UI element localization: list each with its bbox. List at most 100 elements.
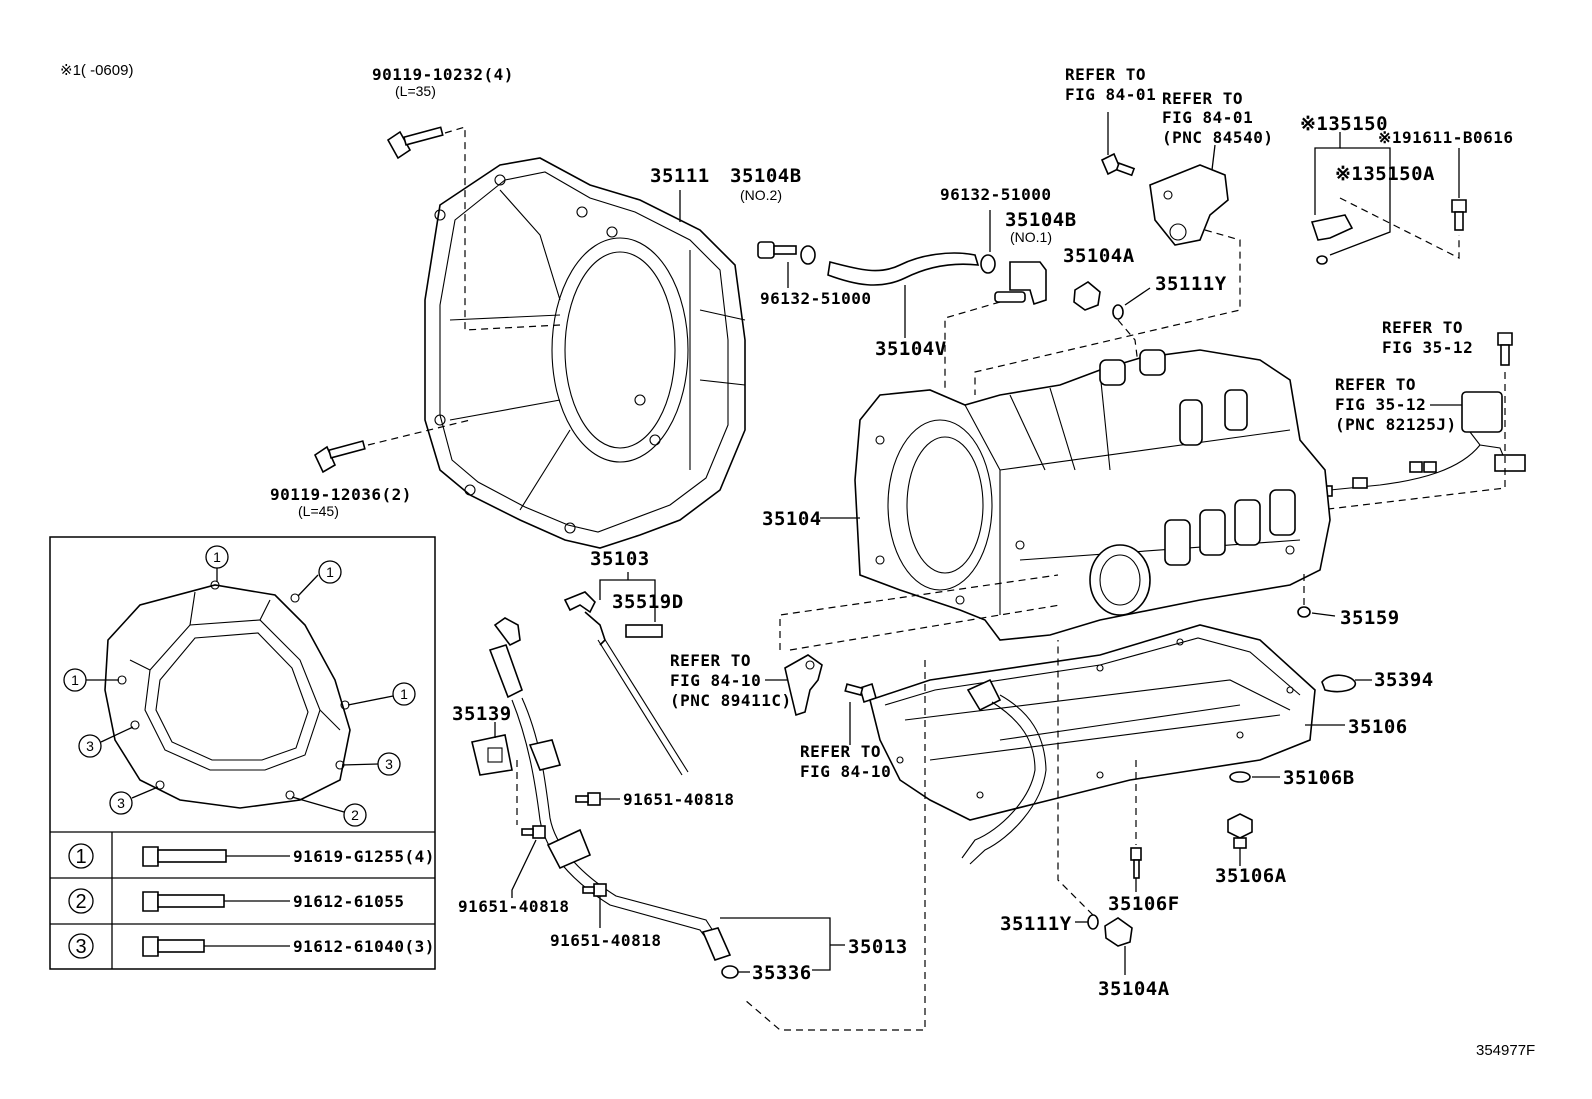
bolt-table-row-3: 3 91612-61040(3) <box>68 933 434 959</box>
oring-35336 <box>721 965 739 979</box>
bolt-91611-B0616 <box>1451 199 1467 231</box>
drain-plug-35106A <box>1227 813 1253 849</box>
label-35104: 35104 <box>762 508 822 530</box>
label-35106B: 35106B <box>1283 767 1355 789</box>
inset-marker-1d: 1 <box>347 682 416 706</box>
label-91651-40818-a: 91651-40818 <box>623 790 734 809</box>
label-35111Y-bottom: 35111Y <box>1000 913 1072 935</box>
label-35104A-bottom: 35104A <box>1098 978 1170 1000</box>
dipstick-35103 <box>563 591 689 776</box>
label-35104B-no2: 35104B <box>730 165 802 187</box>
label-90119-12036: 90119-12036(2) <box>270 485 412 504</box>
bell-housing-35111 <box>424 157 746 549</box>
label-35106: 35106 <box>1348 716 1408 738</box>
svg-text:1: 1 <box>213 549 221 565</box>
label-refer-8401-b-1: REFER TO <box>1162 89 1243 108</box>
svg-text:1: 1 <box>400 686 408 702</box>
sensor-bolt-84-10 <box>844 682 877 704</box>
bolt-table-part-1: 91619-G1255(4) <box>293 847 435 866</box>
filler-tube-35013 <box>488 617 732 961</box>
svg-text:1: 1 <box>75 846 86 868</box>
inset-marker-3c: 3 <box>341 752 401 776</box>
bolt-91651-40818-b <box>521 825 546 839</box>
label-refer-8410-a-1: REFER TO <box>670 651 751 670</box>
gasket-35106B <box>1229 771 1251 783</box>
label-35104B-no1: 35104B <box>1005 209 1077 231</box>
label-refer-8401-a-2: FIG 84-01 <box>1065 85 1156 104</box>
label-35013: 35013 <box>848 936 908 958</box>
inset-marker-2: 2 <box>291 796 367 827</box>
label-91651-40818-c: 91651-40818 <box>550 931 661 950</box>
label-96132-51000-a: 96132-51000 <box>940 185 1051 204</box>
label-35111Y-top: 35111Y <box>1155 273 1227 295</box>
plug-35104A-top <box>1073 281 1101 311</box>
label-35394: 35394 <box>1374 669 1434 691</box>
inset-marker-3a: 3 <box>78 726 134 758</box>
shift-sensor-35150A <box>1310 214 1354 241</box>
svg-text:3: 3 <box>75 936 86 958</box>
label-35104V: 35104V <box>875 338 947 360</box>
inset-marker-1b: 1 <box>297 560 342 597</box>
label-refer-8410-a-2: FIG 84-10 <box>670 671 761 690</box>
label-no2: (NO.2) <box>740 187 782 203</box>
oil-pan-35106 <box>869 624 1316 821</box>
breather-plug-35104B-no2 <box>757 241 797 259</box>
svg-text:1: 1 <box>71 672 79 688</box>
label-refer-8401-b-2: FIG 84-01 <box>1162 108 1253 127</box>
label-refer-3512-b-2: FIG 35-12 <box>1335 395 1426 414</box>
plug-35104A-bottom <box>1104 917 1133 947</box>
label-refer-3512-a-1: REFER TO <box>1382 318 1463 337</box>
label-91651-40818-b: 91651-40818 <box>458 897 569 916</box>
bolt-91651-40818-a <box>575 792 601 806</box>
svg-text:3: 3 <box>117 795 125 811</box>
speed-sensor-89411C <box>784 654 823 717</box>
label-35106F: 35106F <box>1108 893 1180 915</box>
inset-box <box>49 536 436 970</box>
svg-text:2: 2 <box>351 807 359 823</box>
label-35336: 35336 <box>752 962 812 984</box>
applicability-note: ※1( -0609) <box>60 62 133 79</box>
svg-text:1: 1 <box>326 564 334 580</box>
connector-82125J <box>1461 391 1526 472</box>
label-35139: 35139 <box>452 703 512 725</box>
breather-hose-35104V <box>827 252 980 286</box>
label-refer-3512-b-1: REFER TO <box>1335 375 1416 394</box>
label-l35: (L=35) <box>395 83 436 99</box>
inset-bell-housing <box>104 580 351 809</box>
bolt-90119-12036 <box>313 440 366 474</box>
label-refer-8401-a-1: REFER TO <box>1065 65 1146 84</box>
label-l45: (L=45) <box>298 503 339 519</box>
label-91611-B0616: ※191611-B0616 <box>1378 128 1514 147</box>
label-refer-8410-a-3: (PNC 89411C) <box>670 691 792 710</box>
label-35150A: ※135150A <box>1335 163 1435 185</box>
svg-text:2: 2 <box>75 891 86 913</box>
oring-35150 <box>1316 255 1328 265</box>
transmission-case-35104 <box>854 349 1331 641</box>
label-refer-8410-b-2: FIG 84-10 <box>800 762 891 781</box>
label-35104A-top: 35104A <box>1063 245 1135 267</box>
oil-strainer-tube <box>961 678 1047 865</box>
dipstick-tag-35519D <box>625 624 663 638</box>
bolt-table-row-2: 2 91612-61055 <box>68 888 404 914</box>
label-refer-3512-b-3: (PNC 82125J) <box>1335 415 1457 434</box>
svg-text:3: 3 <box>86 738 94 754</box>
label-refer-3512-a-2: FIG 35-12 <box>1382 338 1473 357</box>
gasket-35111Y-bottom <box>1087 914 1099 930</box>
label-96132-51000-b: 96132-51000 <box>760 289 871 308</box>
sensor-84540 <box>1149 164 1229 246</box>
bolt-91651-40818-c <box>582 883 607 897</box>
hose-clamp-b <box>980 254 996 274</box>
label-refer-8410-b-1: REFER TO <box>800 742 881 761</box>
label-35103: 35103 <box>590 548 650 570</box>
bracket-35139 <box>471 734 513 776</box>
svg-text:3: 3 <box>385 756 393 772</box>
label-refer-8401-b-3: (PNC 84540) <box>1162 128 1273 147</box>
label-35150: ※135150 <box>1300 113 1388 135</box>
label-35106A: 35106A <box>1215 865 1287 887</box>
plug-35159 <box>1297 606 1311 618</box>
gasket-35111Y-top <box>1112 304 1124 320</box>
drawing-id: 354977F <box>1476 1042 1535 1059</box>
breather-plug-35104B-no1 <box>994 261 1047 306</box>
gasket-35394 <box>1321 674 1356 693</box>
